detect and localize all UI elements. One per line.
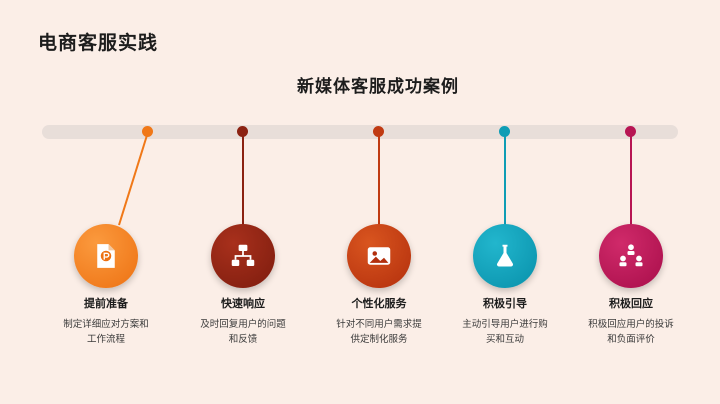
document-edit-icon	[91, 241, 121, 271]
circle-5[interactable]	[599, 224, 663, 288]
users-group-icon	[616, 241, 646, 271]
image-picture-icon	[364, 241, 394, 271]
timeline-dot-2	[237, 126, 248, 137]
icon-badge-5[interactable]	[599, 224, 663, 288]
item-label-5: 积极回应	[609, 298, 653, 310]
circle-3[interactable]	[347, 224, 411, 288]
item-label-2: 快速响应	[221, 298, 265, 310]
item-desc-3-line1: 针对不同用户需求提	[336, 319, 422, 330]
item-label-3: 个性化服务	[351, 298, 407, 310]
page-title: 电商客服实践	[38, 33, 159, 54]
item-desc-1-line1: 制定详细应对方案和	[63, 319, 149, 330]
timeline-dot-1	[142, 126, 153, 137]
item-desc-2-line2: 和反馈	[228, 334, 258, 345]
item-desc-2-line1: 及时回复用户的问题	[200, 319, 286, 330]
icon-badge-3[interactable]	[347, 224, 411, 288]
org-chart-icon	[228, 241, 258, 271]
item-desc-4-line1: 主动引导用户进行购	[462, 319, 548, 330]
timeline-dot-3	[373, 126, 384, 137]
icon-badge-2[interactable]	[211, 224, 275, 288]
page-subtitle: 新媒体客服成功案例	[297, 77, 459, 96]
flask-lab-icon	[490, 241, 520, 271]
item-desc-1-line2: 工作流程	[86, 334, 125, 345]
circle-2[interactable]	[211, 224, 275, 288]
circle-1[interactable]	[74, 224, 138, 288]
timeline-dot-4	[499, 126, 510, 137]
circle-4[interactable]	[473, 224, 537, 288]
item-desc-4-line2: 买和互动	[485, 334, 524, 345]
icon-badge-4[interactable]	[473, 224, 537, 288]
timeline-dot-5	[625, 126, 636, 137]
timeline-bar	[42, 125, 678, 139]
item-label-4: 积极引导	[483, 298, 527, 310]
item-desc-5-line1: 积极回应用户的投诉	[588, 319, 674, 330]
item-label-1: 提前准备	[84, 298, 128, 310]
item-desc-3-line2: 供定制化服务	[350, 334, 408, 345]
icon-badge-1[interactable]	[74, 224, 138, 288]
item-desc-5-line2: 和负面评价	[607, 334, 655, 345]
